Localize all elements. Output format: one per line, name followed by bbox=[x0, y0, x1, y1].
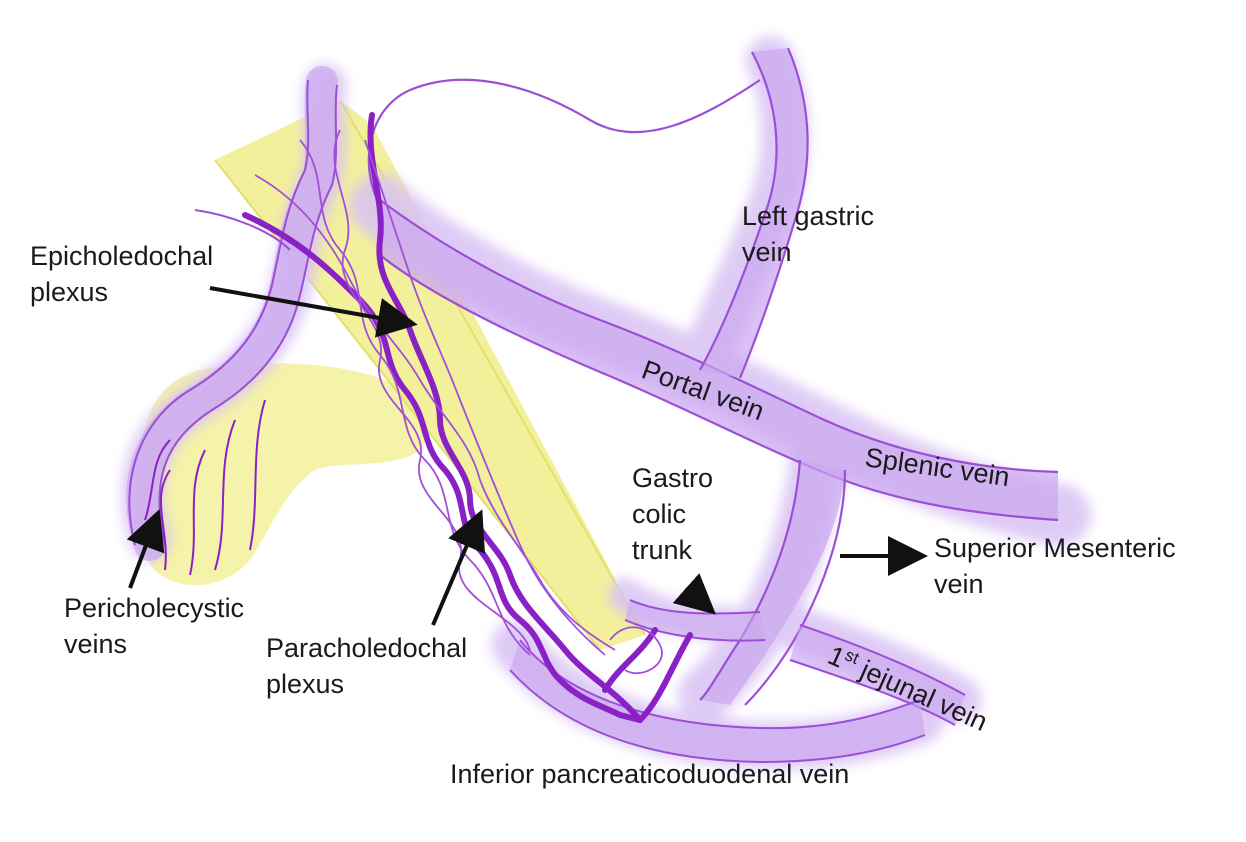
inferior-pancreaticoduodenal-vein-label: Inferior pancreaticoduodenal vein bbox=[450, 759, 850, 789]
pericholecystic-arrow bbox=[126, 509, 165, 589]
gastrocolic-arrow bbox=[672, 573, 716, 615]
left-gastric-vein-label: Left gastric vein bbox=[742, 201, 875, 267]
gastrocolic-trunk-label: Gastro colic trunk bbox=[632, 463, 714, 565]
epicholedochal-plexus bbox=[254, 129, 663, 675]
pericholecystic-veins-label: Pericholecystic veins bbox=[64, 593, 245, 659]
arrows bbox=[126, 286, 928, 626]
epicholedochal-arrow bbox=[209, 286, 418, 338]
superior-mesenteric-vein-label: Superior Mesenteric vein bbox=[934, 533, 1176, 599]
epicholedochal-plexus-label: Epicholedochal plexus bbox=[30, 241, 214, 307]
first-jejunal-vein bbox=[789, 624, 966, 726]
gallbladder bbox=[141, 363, 426, 586]
inferior-pancreaticoduodenal-vein bbox=[509, 639, 926, 764]
paracholedochal-plexus-label: Paracholedochal plexus bbox=[266, 633, 468, 699]
left-gastric-vein bbox=[699, 47, 809, 379]
paracholedochal-arrow bbox=[431, 509, 486, 626]
stomach-outline bbox=[367, 78, 761, 206]
